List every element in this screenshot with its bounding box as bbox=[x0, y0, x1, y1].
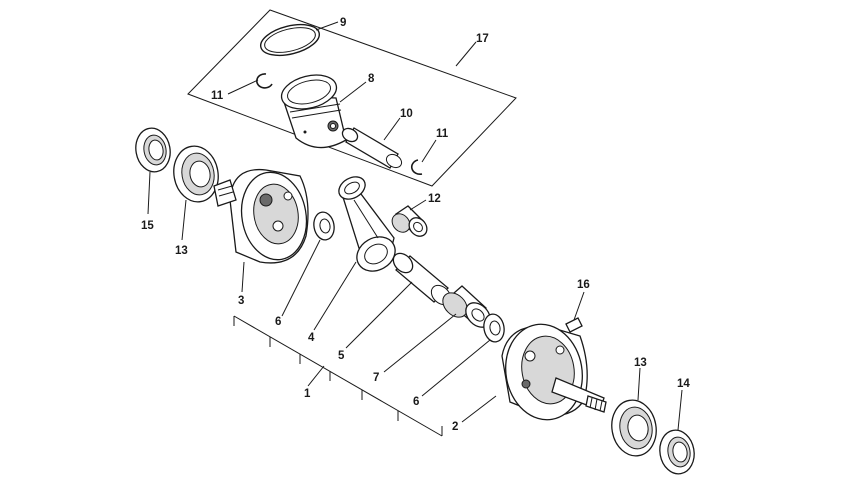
thrust-washer-right bbox=[483, 313, 505, 343]
callout-11-left: 11 bbox=[211, 90, 224, 102]
piston-kit-box bbox=[187, 9, 517, 187]
piston-ring bbox=[259, 23, 321, 57]
callout-17: 17 bbox=[476, 33, 489, 45]
callout-14: 14 bbox=[677, 378, 690, 390]
callout-15: 15 bbox=[141, 220, 154, 232]
callout-6-right: 6 bbox=[413, 396, 419, 408]
thrust-washer-left bbox=[313, 211, 335, 241]
piston bbox=[280, 74, 347, 149]
callout-16: 16 bbox=[577, 279, 590, 291]
callout-5: 5 bbox=[338, 350, 345, 362]
small-end-needle-bearing bbox=[391, 205, 428, 237]
crank-half-right bbox=[501, 323, 607, 421]
callout-8: 8 bbox=[368, 73, 375, 85]
main-bearing-right bbox=[611, 399, 657, 457]
callout-13-right: 13 bbox=[634, 357, 647, 369]
callout-3: 3 bbox=[238, 295, 244, 307]
callout-labels: 9 17 8 11 10 11 12 15 13 3 6 4 5 7 1 6 2… bbox=[141, 17, 690, 433]
woodruff-key bbox=[565, 317, 583, 333]
connecting-rod bbox=[338, 176, 396, 272]
big-end-needle-bearing bbox=[442, 285, 491, 328]
callout-1: 1 bbox=[304, 388, 311, 400]
leader-lines bbox=[147, 21, 683, 431]
callout-12: 12 bbox=[428, 193, 441, 205]
callout-4: 4 bbox=[308, 332, 315, 344]
callout-10: 10 bbox=[400, 108, 413, 120]
circlip-left bbox=[256, 73, 273, 89]
piston-pin bbox=[341, 127, 403, 169]
callout-9: 9 bbox=[340, 17, 346, 29]
oil-seal-left bbox=[135, 127, 171, 173]
callout-6-left: 6 bbox=[275, 316, 281, 328]
circlip-right bbox=[410, 159, 423, 176]
callout-2: 2 bbox=[452, 421, 458, 433]
callout-7: 7 bbox=[373, 372, 379, 384]
callout-13-left: 13 bbox=[175, 245, 188, 257]
crank-half-left bbox=[213, 168, 309, 264]
callout-11-right: 11 bbox=[436, 128, 449, 140]
assembly-bracket bbox=[233, 315, 443, 437]
oil-seal-right bbox=[659, 429, 695, 475]
main-bearing-left bbox=[173, 145, 219, 203]
